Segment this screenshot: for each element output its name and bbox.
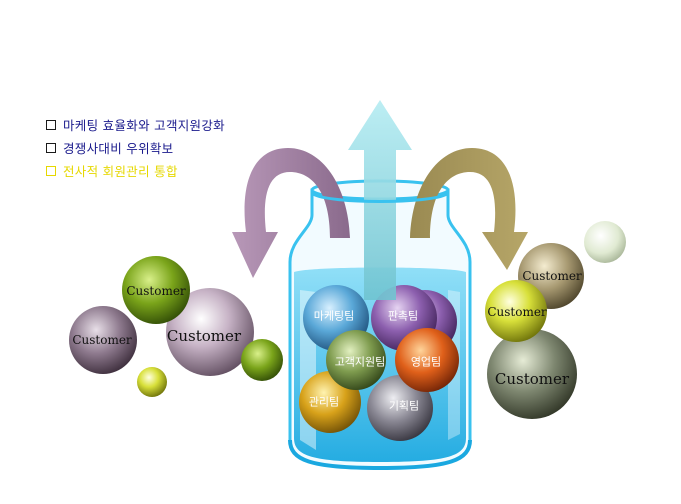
bullet-item-highlighted: 전사적 회원관리 통합 xyxy=(46,159,225,182)
customer-label: Customer xyxy=(487,305,547,319)
customer-sphere xyxy=(485,280,547,342)
bullet-item: 경쟁사대비 우위확보 xyxy=(46,136,225,159)
customer-sphere xyxy=(487,329,577,419)
bullet-text: 경쟁사대비 우위확보 xyxy=(63,141,174,156)
bullet-text: 전사적 회원관리 통합 xyxy=(63,164,178,179)
customer-sphere xyxy=(122,256,190,324)
small-sphere xyxy=(241,339,283,381)
team-label: 영업팀 xyxy=(411,356,441,369)
bullet-item: 마케팅 효율화와 고객지원강화 xyxy=(46,113,225,136)
customer-label: Customer xyxy=(126,284,186,298)
checkbox-icon xyxy=(46,165,56,176)
bullet-text: 마케팅 효율화와 고객지원강화 xyxy=(63,118,225,133)
team-label: 고객지원팀 xyxy=(335,356,386,369)
team-label: 기획팀 xyxy=(389,400,419,413)
checkbox-icon xyxy=(46,142,56,153)
checkbox-icon xyxy=(46,119,56,130)
small-sphere xyxy=(137,367,167,397)
customer-label: Customer xyxy=(522,269,582,283)
team-ball-planning xyxy=(367,375,433,441)
customer-label: Customer xyxy=(72,333,132,347)
customer-label: Customer xyxy=(495,370,570,388)
team-ball-sales xyxy=(395,328,459,392)
jar-balls xyxy=(299,285,459,441)
customer-sphere xyxy=(69,306,137,374)
curved-arrow-right xyxy=(410,148,528,270)
team-label: 관리팀 xyxy=(309,396,339,409)
customers-right: Customer Customer Customer xyxy=(485,221,626,419)
team-label: 판촉팀 xyxy=(388,310,418,323)
customer-sphere xyxy=(166,288,254,376)
small-sphere xyxy=(584,221,626,263)
team-ball-support xyxy=(326,330,386,390)
bullet-list: 마케팅 효율화와 고객지원강화 경쟁사대비 우위확보 전사적 회원관리 통합 xyxy=(46,113,225,182)
curved-arrow-left xyxy=(232,148,350,278)
customer-label: Customer xyxy=(167,327,242,345)
team-label: 마케팅팀 xyxy=(314,310,354,323)
customers-left: Customer Customer Customer xyxy=(69,256,283,397)
